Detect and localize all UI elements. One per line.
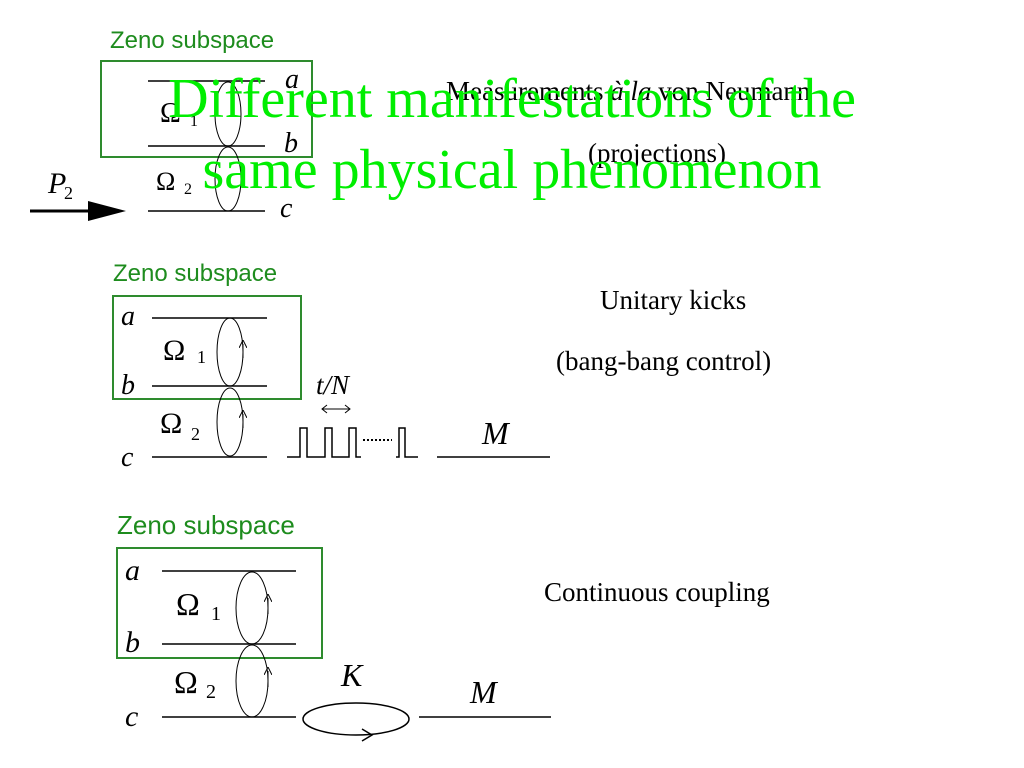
panel1-omega2-loop (214, 146, 242, 212)
panel1-caption-italic: à la (610, 76, 652, 106)
panel1-diagram: Zeno subspace a b c Ω 1 Ω 2 P 2 (30, 27, 313, 224)
panel1-caption-pre: Measurements (446, 76, 611, 106)
panel1-omega1-subscript: 1 (190, 113, 198, 130)
panel3-omega1-symbol: Ω (176, 586, 200, 622)
panel2-omega1-symbol: Ω (163, 334, 185, 367)
panel2-omega2-loop (216, 387, 243, 457)
panel1-caption-line2: (projections) (588, 138, 726, 168)
panel2-level-c-label: c (121, 442, 134, 473)
panel3-coupling-loop (302, 702, 410, 742)
panel2-pulse-spacing-arrow (321, 404, 351, 414)
panel2-caption-line1: Unitary kicks (600, 285, 747, 315)
panel2-omega1-loop (216, 317, 243, 387)
panel3-omega2-symbol: Ω (174, 664, 198, 700)
panel2-pulse-spacing-label: t/N (316, 370, 351, 400)
panel2-zeno-box (112, 295, 302, 400)
slide-title-line1: Different manifestations of the (168, 68, 856, 130)
panel3-level-c-label: c (125, 700, 138, 733)
panel3-omega2-subscript: 2 (206, 681, 216, 703)
panel3-caption-line1: Continuous coupling (544, 577, 770, 607)
panel3-coupling-label: K (340, 657, 364, 693)
panel2-level-b-label: b (121, 370, 135, 401)
panel1-projector-subscript: 2 (64, 183, 73, 203)
panel2-meter-label: M (481, 415, 511, 451)
panel2-omega2-symbol: Ω (160, 407, 182, 440)
panel3-level-b-label: b (125, 626, 140, 659)
panel1-level-c-label: c (280, 193, 293, 224)
panel3-omega1-subscript: 1 (211, 603, 221, 625)
panel2-level-a-label: a (121, 301, 135, 332)
panel1-omega2-subscript: 2 (184, 181, 192, 198)
panel2-zeno-label: Zeno subspace (113, 260, 277, 287)
panel3-omega2-loop (235, 644, 268, 718)
panel1-zeno-box (100, 60, 313, 158)
panel3-level-a-label: a (125, 554, 140, 587)
panel2-pulse-train (287, 427, 418, 458)
panel3-zeno-label: Zeno subspace (117, 510, 295, 540)
panel1-caption-post: von Neumann (651, 76, 811, 106)
panel1-omega1-loop (214, 81, 242, 147)
panel1-omega2-symbol: Ω (156, 167, 175, 196)
panel1-projector-symbol: P (47, 167, 66, 200)
panel2-caption-line2: (bang-bang control) (556, 346, 772, 376)
panel3-zeno-box (116, 547, 323, 659)
panel3-meter-label: M (469, 674, 499, 710)
panel3-omega1-loop (235, 571, 268, 645)
panel1-level-a-label: a (285, 64, 299, 95)
slide-title-line2: same physical phenomenon (202, 139, 822, 202)
panel1-level-b-label: b (284, 128, 298, 159)
panel2-diagram: Zeno subspace a b c Ω 1 Ω 2 t/N (112, 260, 550, 473)
panel1-omega1-symbol: Ω (160, 98, 181, 129)
panel1-projector-arrow (30, 201, 126, 221)
panel1-zeno-label: Zeno subspace (110, 27, 274, 54)
panel3-diagram: Zeno subspace a b c Ω 1 Ω 2 K M (116, 510, 551, 742)
panel2-omega2-subscript: 2 (191, 424, 200, 444)
panel2-omega1-subscript: 1 (197, 347, 206, 367)
panel1-caption-line1: Measurements à la von Neumann (446, 76, 810, 107)
slide-title: Different manifestations of the same phy… (80, 64, 944, 206)
